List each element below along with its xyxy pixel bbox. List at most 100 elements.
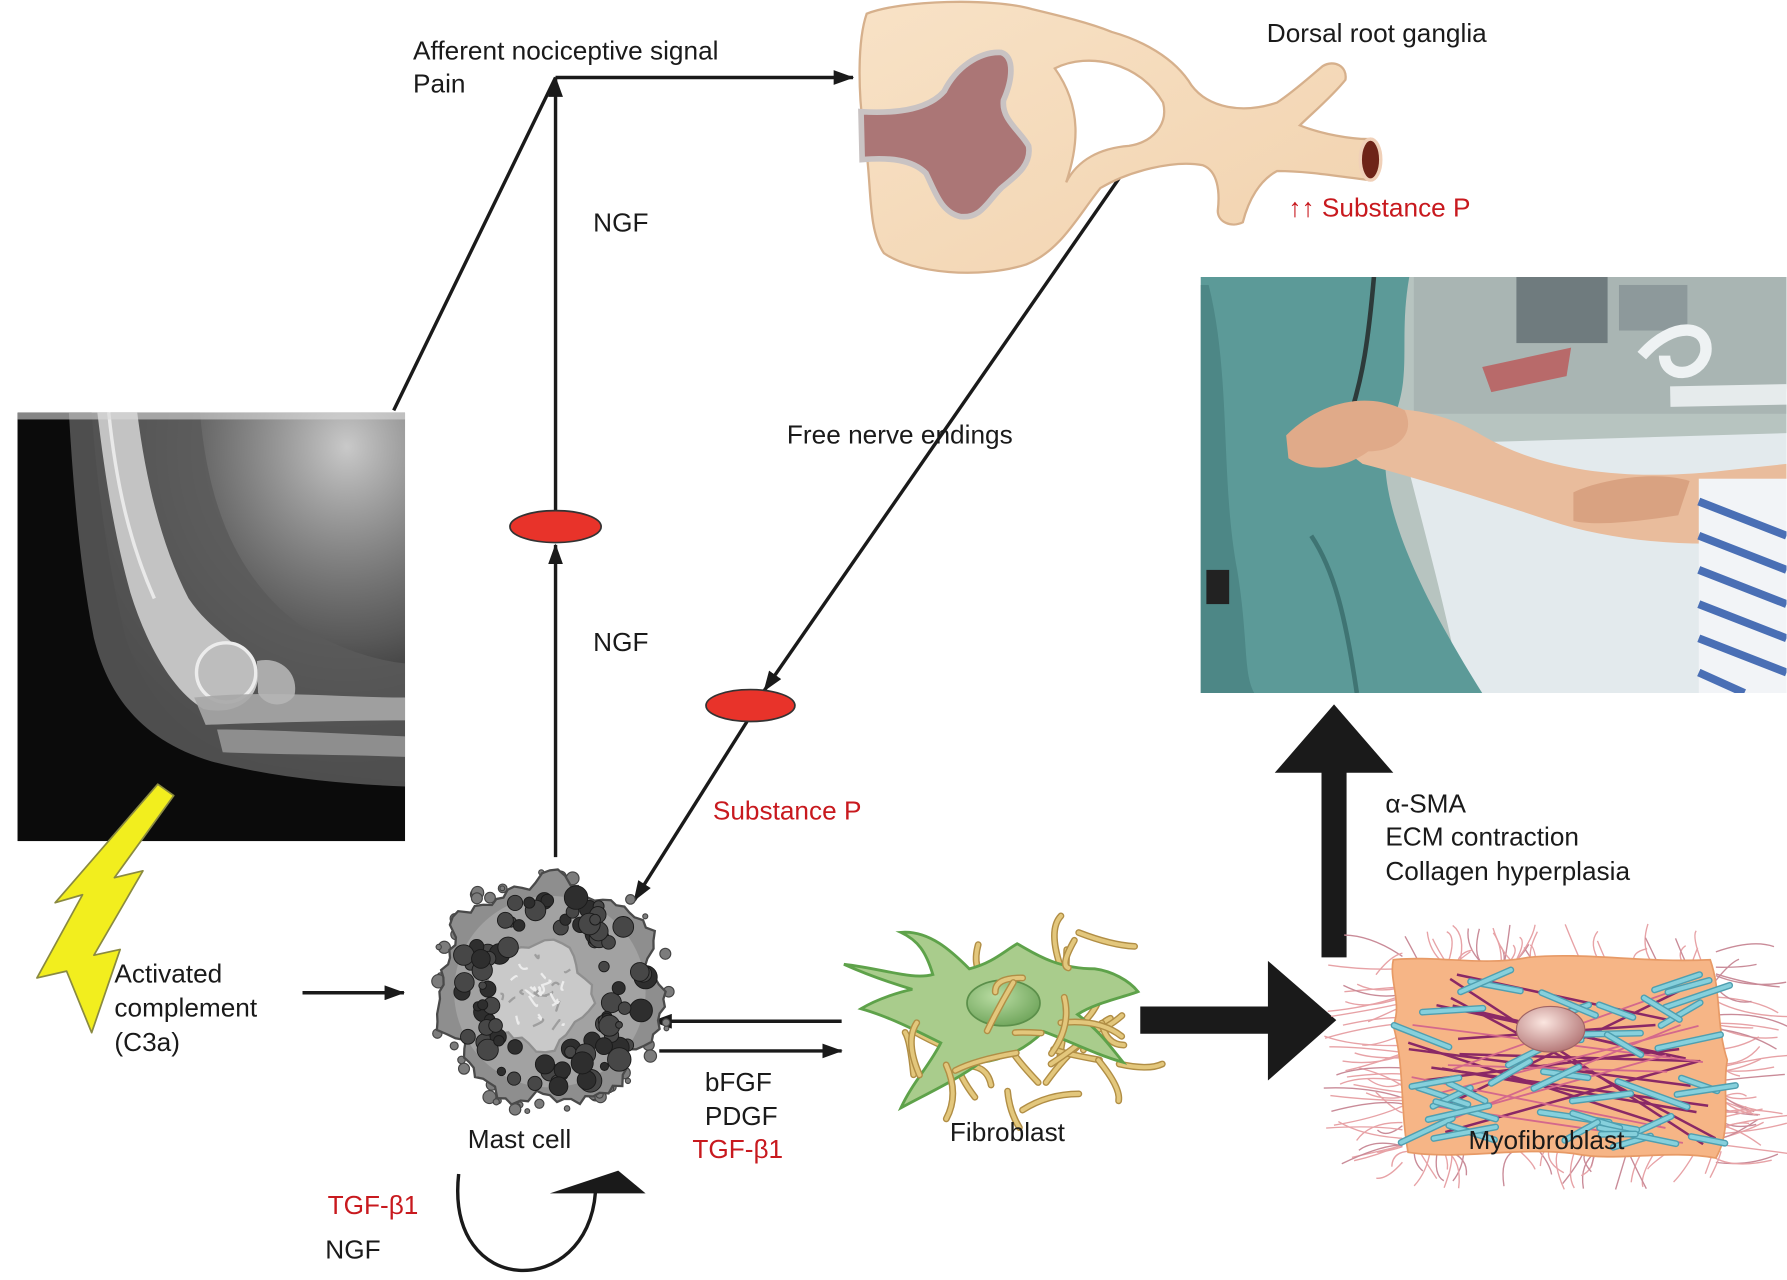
- cell-process: [1492, 932, 1503, 964]
- collagen-fiber: [909, 1020, 922, 1077]
- cell-process: [1324, 1035, 1403, 1047]
- cell-process: [1715, 1000, 1787, 1018]
- mast-cell-process: [661, 1018, 671, 1027]
- cell-process: [1492, 927, 1515, 964]
- tgf-beta1-label: TGF-β1: [692, 1134, 783, 1164]
- alpha-sma-filament: [1655, 1032, 1723, 1051]
- cell-process: [1452, 924, 1463, 964]
- collagen-fiber: [1013, 1030, 1044, 1035]
- cell-process: [1358, 1142, 1403, 1151]
- mast-cell-granule: [488, 1018, 503, 1033]
- mast-cell-granule: [607, 1047, 632, 1072]
- cell-process: [1709, 1151, 1722, 1178]
- alpha-sma-filament: [1689, 1134, 1727, 1146]
- autocrine-loop-arrow: [456, 1170, 646, 1273]
- alpha-sma-filament: [1562, 1120, 1600, 1143]
- cell-process: [1519, 1150, 1536, 1170]
- alpha-sma-filament: [1597, 1002, 1635, 1020]
- cell-process: [1354, 1052, 1403, 1059]
- mast-cell-granule: [553, 1061, 572, 1079]
- alpha-sma-filament: [1489, 1059, 1532, 1086]
- alpha-sma-filament: [1392, 1023, 1451, 1050]
- cell-process: [1331, 1101, 1403, 1112]
- mast-cell-granule: [453, 944, 475, 966]
- mast-cell-granule: [589, 913, 601, 926]
- cell-process: [1327, 994, 1403, 1013]
- pdgf-label: PDGF: [705, 1101, 778, 1131]
- cell-process: [1715, 1013, 1787, 1027]
- mast-cell-granule: [497, 936, 519, 959]
- mast-cell-granule: [629, 998, 653, 1023]
- substance-p-increase-label: ↑↑ Substance P: [1288, 193, 1470, 223]
- mast-cell-granule: [612, 916, 635, 938]
- alpha-sma-filament: [1605, 1032, 1643, 1057]
- stress-fibers: [1390, 966, 1739, 1151]
- chromatin: [549, 992, 560, 1005]
- cell-process: [1346, 1073, 1403, 1078]
- injury-to-pain-line: [392, 76, 558, 412]
- alpha-sma-filament: [1399, 1116, 1455, 1145]
- cell-process: [1391, 1150, 1413, 1167]
- ngf-receptor-marker: [509, 509, 602, 544]
- mast-cell-granule: [454, 972, 475, 993]
- mast-cell-granule: [478, 981, 487, 990]
- free-nerve-endings-label: Free nerve endings: [787, 419, 1013, 449]
- collagen-fiber: [993, 975, 1025, 995]
- substance-p-label: Substance P: [713, 796, 862, 826]
- clinical-photo-elbow-examination: [1200, 276, 1787, 694]
- mast-cell-granule: [496, 1066, 507, 1077]
- mast-cell-process: [435, 943, 442, 951]
- mast-cell-granule: [493, 1035, 505, 1047]
- mast-cell-process: [643, 1049, 658, 1063]
- nerve-ending-arrow: [762, 122, 1159, 692]
- cell-process: [1446, 1150, 1460, 1189]
- mast-cell-granule: [598, 960, 610, 973]
- dorsal-root-ganglia-label: Dorsal root ganglia: [1267, 18, 1487, 48]
- mast-cell-granule: [615, 1021, 623, 1029]
- collagen-hyperplasia-label: Collagen hyperplasia: [1385, 856, 1630, 886]
- collagen-fiber: [1063, 938, 1077, 970]
- collagen-fiber: [1049, 995, 1069, 1056]
- mast-cell-granule: [523, 896, 536, 909]
- mast-cell-label: Mast cell: [468, 1124, 571, 1154]
- cell-process: [1715, 963, 1757, 968]
- ngf-upper-label: NGF: [593, 207, 648, 237]
- mast-cell-process: [563, 1105, 571, 1112]
- chromatin: [560, 980, 565, 991]
- stress-fiber: [1447, 1064, 1668, 1073]
- cell-process: [1328, 964, 1403, 970]
- mast-cell-granule: [506, 894, 524, 912]
- cell-process: [1715, 1028, 1777, 1050]
- bfgf-label: bFGF: [705, 1067, 772, 1097]
- cell-process: [1641, 1150, 1656, 1188]
- mast-cell-process: [449, 1041, 459, 1051]
- collagen-fiber: [1117, 1062, 1165, 1070]
- cell-process: [1342, 1054, 1403, 1064]
- mast-cell-granule: [599, 1061, 610, 1071]
- cell-process: [1503, 924, 1511, 964]
- cell-process: [1365, 1092, 1403, 1099]
- autocrine-tgf-beta1-label: TGF-β1: [328, 1190, 419, 1220]
- cell-process: [1715, 975, 1787, 986]
- alpha-sma-label: α-SMA: [1385, 789, 1466, 819]
- cell-process: [1694, 930, 1703, 964]
- mast-cell-granule: [601, 935, 616, 950]
- chromatin: [540, 979, 552, 987]
- mast-cell-granule: [617, 1001, 632, 1015]
- cell-process: [1569, 1150, 1576, 1189]
- mast-cell-process: [659, 947, 672, 960]
- mast-cell-granule: [506, 1071, 522, 1086]
- autocrine-ngf-label: NGF: [325, 1234, 380, 1264]
- mast-cell-granule: [527, 1075, 543, 1091]
- chromatin: [540, 972, 547, 980]
- chromatin: [533, 991, 540, 998]
- activated-complement-line-1: Activated: [114, 959, 222, 989]
- mast-cell-process: [499, 885, 506, 892]
- chromatin: [524, 989, 535, 998]
- ngf-lower-label: NGF: [593, 627, 648, 657]
- lightning-bolt-icon: [36, 783, 175, 1034]
- myofibroblast-label: Myofibroblast: [1469, 1125, 1626, 1155]
- elbow-xray-image: [17, 412, 406, 842]
- collagen-fiber: [1096, 1058, 1121, 1103]
- mast-cell-granule: [534, 1054, 555, 1075]
